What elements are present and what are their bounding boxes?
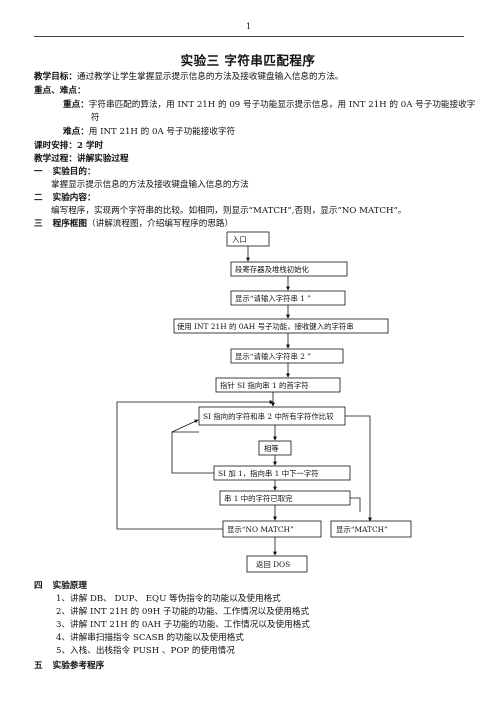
focus-label: 重点： [63, 100, 89, 110]
fc-match-text: 显示“MATCH” [336, 525, 388, 534]
key-points-label: 重点、难点： [34, 86, 86, 96]
difficulty-line: 难点：用 INT 21H 的 0A 号子功能接收字符 [63, 126, 235, 138]
sec4-title: 实验原理 [52, 581, 87, 591]
sec2-num: 二 [34, 193, 43, 203]
fc-compare-text: SI 指向的字符和串 2 中所有字符作比较 [203, 412, 334, 421]
fc-prompt2-box [230, 348, 344, 364]
page-number: 1 [246, 22, 252, 31]
header-rule [34, 36, 464, 37]
fc-input-box [173, 318, 389, 334]
sec3-title: 程序框图 [52, 219, 87, 229]
fc-point-si-box [215, 377, 341, 393]
sec5-heading: 五实验参考程序 [34, 660, 104, 672]
focus-text-2: 符 [91, 113, 100, 123]
fc-no-match-text: 显示“NO MATCH” [227, 525, 294, 534]
sec2-title: 实验内容： [52, 193, 96, 203]
sec2-text: 编写程序，实现两个字符串的比较。如相同，则显示“MATCH”,否则，显示”NO … [51, 206, 407, 216]
focus-text-1: 字符串匹配的算法，用 INT 21H 的 09 号子功能显示提示信息，用 INT… [88, 100, 476, 110]
sec4-heading: 四实验原理 [34, 580, 87, 592]
sec3-note: （讲解流程图，介绍编写程序的思路） [87, 219, 234, 229]
sec3-heading: 三程序框图（讲解流程图，介绍编写程序的思路） [34, 218, 233, 230]
page-title: 实验三 字符串匹配程序 [180, 53, 316, 68]
fc-point-si-text: 指针 SI 指向串 1 的首字符 [220, 381, 309, 390]
difficulty-label: 难点： [63, 127, 89, 137]
objective-line: 教学目标：通过教学让学生掌握显示提示信息的方法及接收键盘输入信息的方法。 [34, 71, 343, 83]
fc-prompt1-text: 显示“请输入字符串 1 ” [235, 294, 311, 303]
sec1-title: 实验目的： [52, 167, 96, 177]
fc-equal-text: 相等 [264, 444, 279, 453]
sec4-item-5: 5、入栈、出栈指令 PUSH 、POP 的使用情况 [56, 646, 235, 656]
fc-input-text: 使用 INT 21H 的 0AH 号子功能，接收键入的字符串 [177, 322, 354, 331]
objective-text: 通过教学让学生掌握显示提示信息的方法及接收键盘输入信息的方法。 [76, 72, 344, 82]
objective-label: 教学目标： [34, 72, 77, 82]
fc-dos-text: 返回 DOS [256, 560, 290, 569]
sec4-item-1: 1、讲解 DB、 DUP、 EQU 等伪指令的功能以及使用格式 [56, 594, 281, 604]
focus-line: 重点：字符串匹配的算法，用 INT 21H 的 09 号子功能显示提示信息，用 … [63, 99, 475, 111]
sec1-heading: 一实验目的： [34, 166, 96, 178]
sec1-num: 一 [34, 167, 43, 177]
sec4-item-2: 2、讲解 INT 21H 的 09H 子功能的功能、工作情况以及使用格式 [56, 607, 310, 617]
fc-entry-text: 入口 [232, 235, 247, 244]
sec4-num: 四 [34, 581, 43, 591]
sec4-item-4: 4、讲解串扫描指令 SCASB 的功能以及使用格式 [56, 633, 244, 643]
sec5-num: 五 [34, 661, 43, 671]
hours-line: 课时安排：2 学时 [34, 141, 104, 151]
sec2-heading: 二实验内容： [34, 192, 96, 204]
sec1-text: 掌握显示提示信息的方法及接收键盘输入信息的方法 [51, 180, 249, 190]
fc-prompt2-text: 显示“请输入字符串 2 ” [235, 352, 311, 361]
sec3-num: 三 [34, 219, 43, 229]
process-line: 教学过程：讲解实验过程 [34, 154, 129, 164]
fc-init-text: 段寄存器及堆栈初始化 [235, 265, 310, 274]
difficulty-text: 用 INT 21H 的 0A 号子功能接收字符 [88, 127, 236, 137]
fc-init-box [230, 261, 348, 277]
fc-si-next-text: SI 加 1，指向串 1 中下一字符 [218, 469, 319, 478]
fc-done-text: 串 1 中的字符已取完 [224, 494, 293, 503]
sec4-item-3: 3、讲解 INT 21H 的 0AH 子功能的功能、工作情况以及使用格式 [56, 620, 310, 630]
sec5-title: 实验参考程序 [52, 661, 105, 671]
fc-dos-box [246, 555, 308, 573]
